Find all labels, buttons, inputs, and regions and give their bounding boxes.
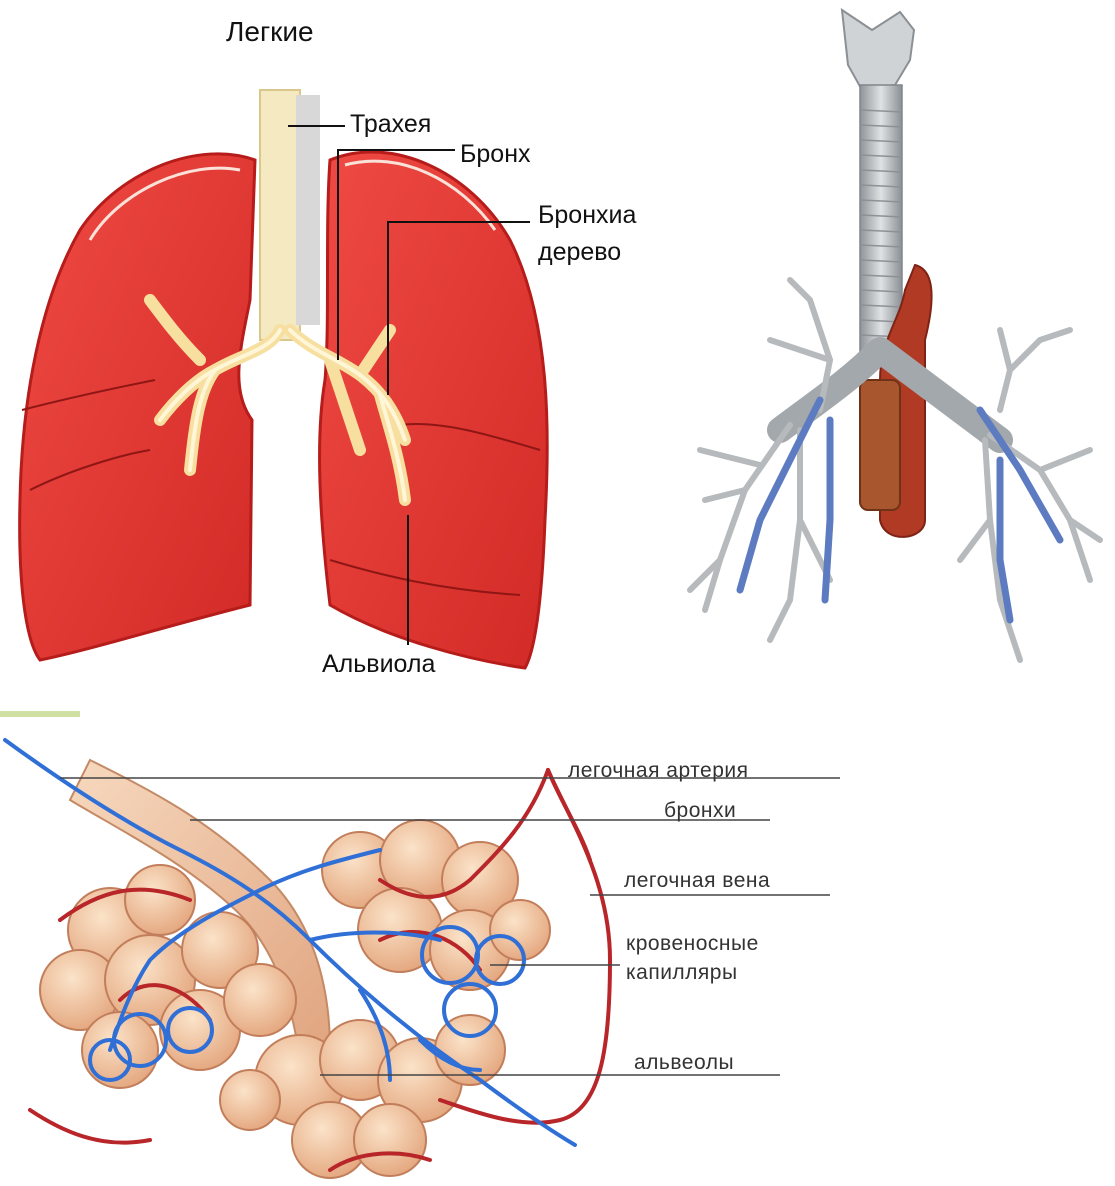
label-pulmonary-artery: легочная артерия xyxy=(568,760,749,781)
label-alveoli: альвеолы xyxy=(634,1052,734,1073)
label-trachea: Трахея xyxy=(350,112,431,137)
label-alveola: Альвиола xyxy=(322,652,435,677)
label-bronchial-tree-line1: Бронхиа xyxy=(538,203,646,228)
trachea xyxy=(260,90,300,340)
esophagus xyxy=(860,380,900,510)
trachea-shadow xyxy=(296,95,320,325)
label-bronchus: Бронх xyxy=(460,142,531,167)
label-capillaries-line1: кровеносные xyxy=(626,933,759,954)
lungs-title: Легкие xyxy=(226,18,314,46)
lungs-illustration xyxy=(20,90,548,668)
label-pulmonary-vein: легочная вена xyxy=(624,870,770,891)
label-bronchi: бронхи xyxy=(664,800,736,821)
bronchial-tree-illustration xyxy=(690,10,1100,660)
left-lung xyxy=(20,154,255,660)
larynx xyxy=(842,10,914,90)
label-bronchial-tree-line2: дерево xyxy=(538,240,621,265)
label-capillaries-line2: капилляры xyxy=(626,962,738,983)
right-lung xyxy=(320,152,548,668)
